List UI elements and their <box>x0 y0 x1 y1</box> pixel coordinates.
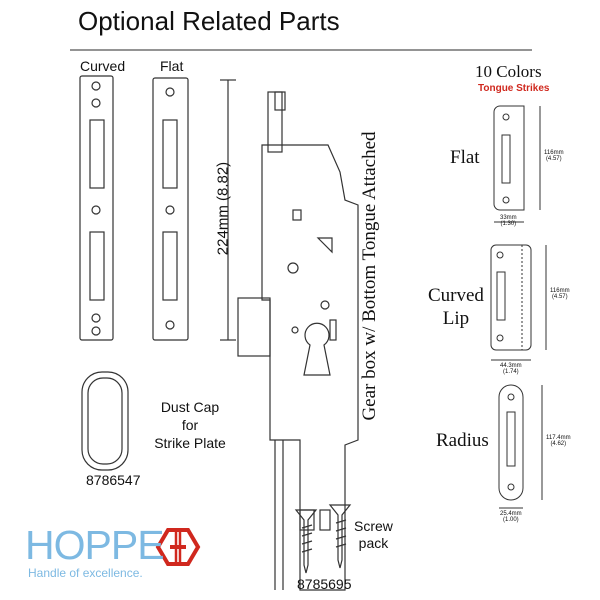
dim: (1.74) <box>503 369 519 375</box>
gearbox-drawing <box>237 91 359 591</box>
dust-cap-drawing <box>81 371 129 471</box>
flat-width-dim: 33mm(1.30) <box>500 215 517 227</box>
radius-height-dim: 117.4mm(4.62) <box>546 435 571 447</box>
dim: (1.00) <box>503 517 519 523</box>
dim: 117.4mm <box>546 435 571 441</box>
name: Lip <box>442 308 470 329</box>
dim: 44.3mm <box>500 363 522 369</box>
screw-label: Screw pack <box>354 518 393 552</box>
dust-cap-label: Dust Cap for Strike Plate <box>150 398 230 452</box>
curved-label: Curved <box>80 58 126 74</box>
brand-tagline: Handle of excellence. <box>28 566 143 580</box>
length-dimension <box>220 79 236 341</box>
tongue-strikes-heading: 10 Colors <box>475 62 542 81</box>
curved-width-dim: 44.3mm(1.74) <box>500 363 522 375</box>
curved-height-dim: 116mm(4.57) <box>550 288 570 300</box>
dim: 25.4mm <box>500 511 522 517</box>
gearbox-label: Gear box w/ Bottom Tongue Attached <box>359 131 380 421</box>
hoppe-hex-logo <box>155 528 201 566</box>
page-title: Optional Related Parts <box>78 6 340 36</box>
dim: (1.30) <box>500 221 517 227</box>
brand-logo: HOPPE <box>25 522 165 568</box>
dim: (4.62) <box>550 441 567 447</box>
dim: 33mm <box>500 215 517 221</box>
dim: (4.57) <box>545 156 562 162</box>
tongue-strikes-subheading: Tongue Strikes <box>478 83 550 94</box>
dust-cap-line1: Dust Cap <box>160 399 220 415</box>
radius-strike-name: Radius <box>436 430 489 451</box>
dust-cap-line3: Strike Plate <box>154 435 226 451</box>
radius-width-dim: 25.4mm(1.00) <box>500 511 522 523</box>
flat-height-dim: 116mm(4.57) <box>544 150 564 162</box>
name: Curved <box>428 285 484 306</box>
curved-strike-plate <box>79 75 114 341</box>
dim: 116mm <box>550 288 570 294</box>
flat-strike-plate <box>152 77 189 341</box>
screw-line2: pack <box>358 535 389 551</box>
curved-lip-tongue-strike-drawing <box>490 244 547 361</box>
dim: 116mm <box>544 150 564 156</box>
flat-tongue-strike-drawing <box>493 105 541 223</box>
screws-drawing <box>294 504 352 574</box>
dust-cap-line2: for <box>181 417 199 433</box>
radius-tongue-strike-drawing <box>498 384 543 509</box>
flat-strike-name: Flat <box>450 147 480 168</box>
flat-label: Flat <box>160 58 184 74</box>
dust-cap-part-number: 8786547 <box>86 472 141 488</box>
length-label: 224mm (8.82) <box>214 161 232 256</box>
dim: (4.57) <box>551 294 568 300</box>
screw-line1: Screw <box>354 518 393 534</box>
screw-part-number: 8785695 <box>297 576 352 592</box>
